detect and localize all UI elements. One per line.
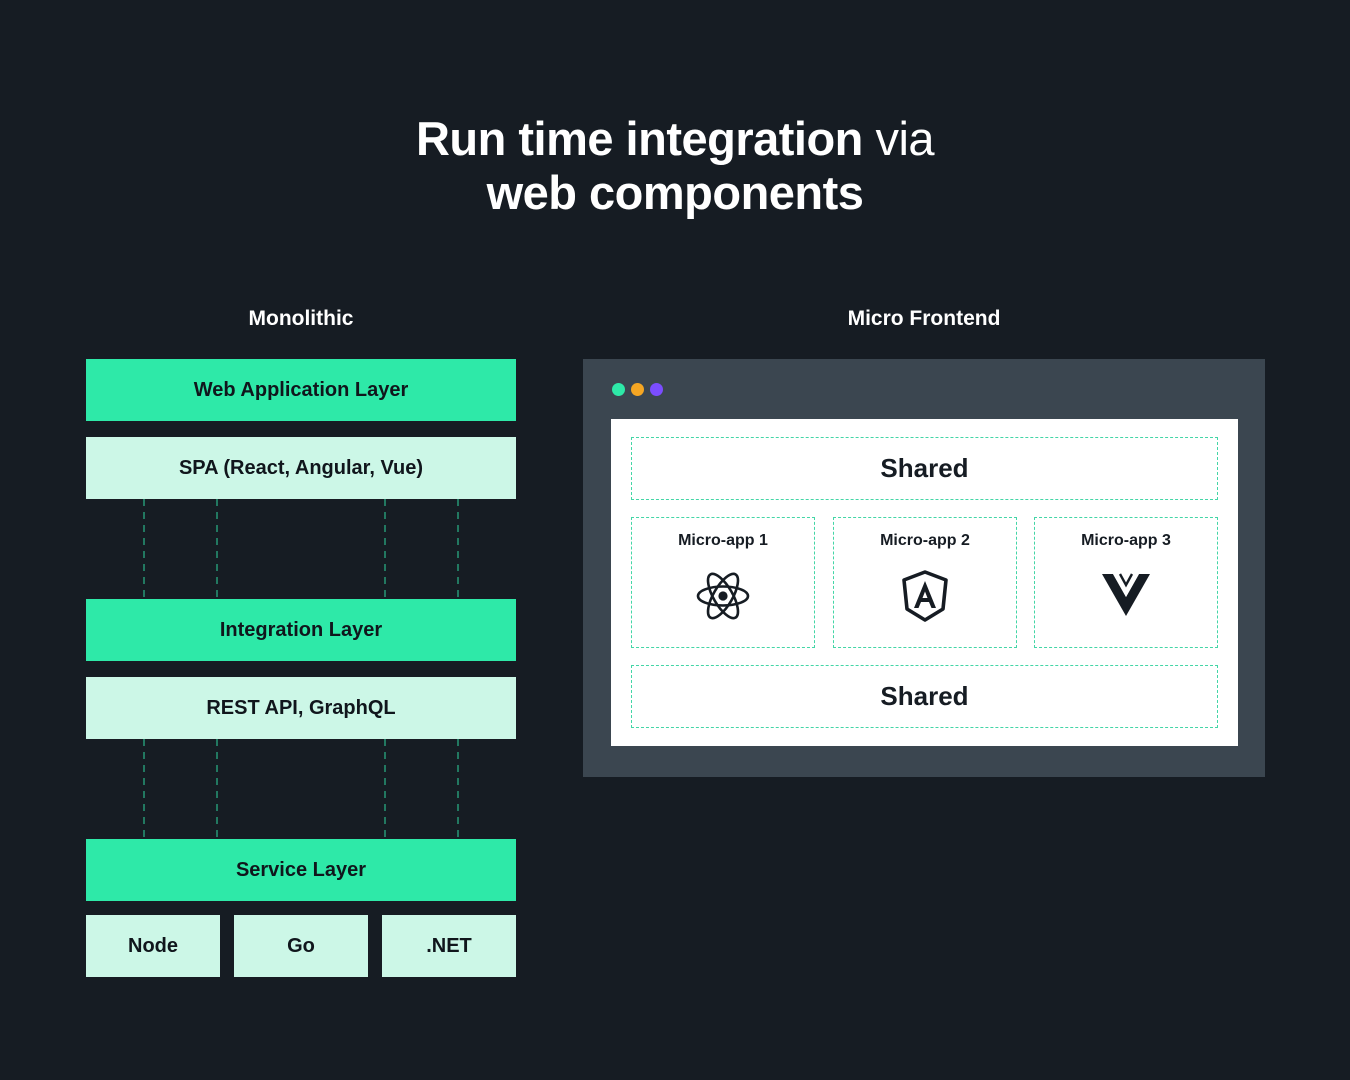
micro-frontend-heading: Micro Frontend [847, 307, 1001, 330]
react-icon [695, 570, 751, 627]
micro-app-2: Micro-app 2 [833, 517, 1017, 648]
angular-icon [901, 570, 949, 627]
title-light: via [875, 112, 935, 165]
backend-node: Node [86, 915, 220, 977]
shared-top-label: Shared [880, 453, 969, 483]
connector-lines-upper [143, 499, 459, 599]
service-layer: Service Layer [86, 839, 516, 901]
app-canvas: Shared Micro-app 1 Micro-app 2 [611, 419, 1238, 746]
window-dot-green [612, 383, 625, 396]
backend-go: Go [234, 915, 368, 977]
spa-layer: SPA (React, Angular, Vue) [86, 437, 516, 499]
web-application-layer: Web Application Layer [86, 359, 516, 421]
backend-dotnet: .NET [382, 915, 516, 977]
api-layer: REST API, GraphQL [86, 677, 516, 739]
shared-bottom-box: Shared [631, 665, 1218, 728]
page-title: Run time integration via web components [0, 112, 1350, 220]
connector-lines-lower [143, 739, 459, 839]
title-strong: Run time integration [415, 112, 863, 165]
window-dot-orange [631, 383, 644, 396]
monolithic-heading: Monolithic [248, 307, 354, 330]
integration-layer: Integration Layer [86, 599, 516, 661]
shared-bottom-label: Shared [880, 681, 969, 711]
micro-app-3-label: Micro-app 3 [1081, 532, 1171, 549]
window-dot-purple [650, 383, 663, 396]
vue-icon [1101, 570, 1151, 625]
micro-app-3: Micro-app 3 [1034, 517, 1218, 648]
title-line2: web components [486, 166, 864, 219]
micro-app-1: Micro-app 1 [631, 517, 815, 648]
browser-window: Shared Micro-app 1 Micro-app 2 [583, 359, 1265, 777]
shared-top-box: Shared [631, 437, 1218, 500]
micro-app-2-label: Micro-app 2 [880, 532, 970, 549]
micro-app-1-label: Micro-app 1 [678, 532, 768, 549]
